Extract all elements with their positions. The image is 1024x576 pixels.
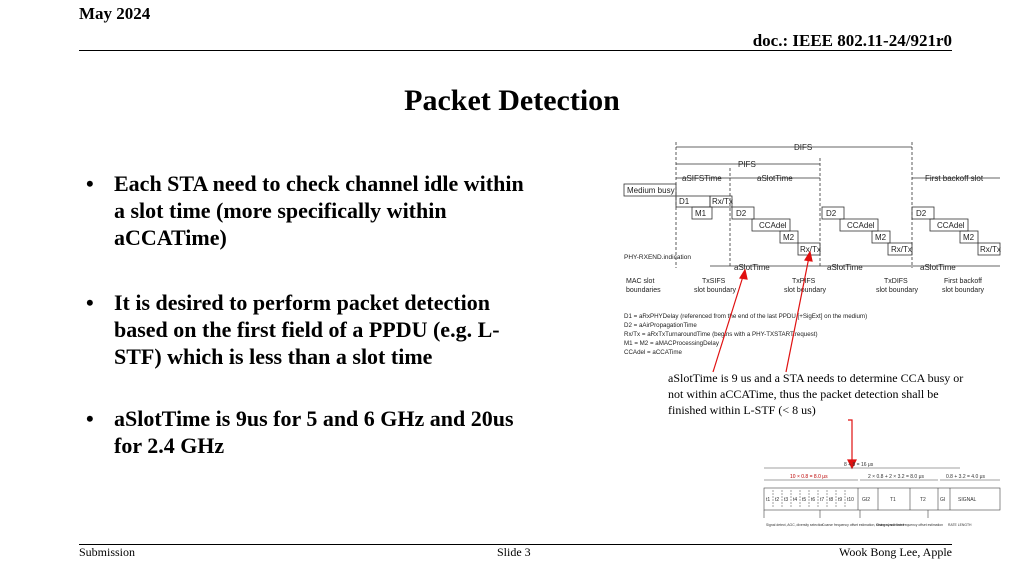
aslottime-label: aSlotTime	[757, 174, 793, 183]
first-backoff-label: First backoff	[944, 278, 982, 285]
ccadel-label: CCAdel	[847, 221, 875, 230]
stf-symbol: t8	[829, 497, 833, 503]
bullet-item: Each STA need to check channel idle with…	[86, 170, 526, 251]
m2-label: M2	[963, 233, 975, 242]
txsifs-label: TxSIFS	[702, 278, 726, 285]
first-backoff-slot-label: First backoff slot	[925, 174, 984, 183]
header-doc-id: doc.: IEEE 802.11-24/921r0	[752, 31, 952, 50]
header-date: May 2024	[79, 4, 151, 23]
d2-label: D2	[916, 209, 927, 218]
m2-label: M2	[875, 233, 887, 242]
legend-line: M1 = M2 = aMACProcessingDelay	[624, 340, 720, 347]
rxtx-label: Rx/Tx	[980, 245, 1001, 254]
footer-author: Wook Bong Lee, Apple	[838, 545, 952, 559]
pifs-label: PIFS	[738, 160, 756, 169]
slot-boundary-label: slot boundary	[784, 287, 827, 294]
rxtx-label: Rx/Tx	[712, 197, 733, 206]
callout-text: aSlotTime is 9 us and a STA needs to det…	[668, 371, 964, 417]
stf-symbol: t9	[838, 497, 842, 503]
stf-symbol: t3	[784, 497, 788, 503]
stf-note: Coarse frequency offset estimation, timi…	[822, 523, 904, 527]
t1-label: T1	[890, 497, 896, 503]
stf-symbol: t5	[802, 497, 806, 503]
difs-label: DIFS	[794, 143, 812, 152]
sig-duration-label: 0.8 + 3.2 = 4.0 μs	[946, 474, 986, 480]
bullet-item: aSlotTime is 9us for 5 and 6 GHz and 20u…	[86, 405, 526, 459]
stf-duration-label: 10 × 0.8 = 8.0 μs	[790, 474, 828, 480]
slot-boundary-label: slot boundary	[942, 287, 985, 294]
t2-label: T2	[920, 497, 926, 503]
aslottime-label: aSlotTime	[827, 263, 863, 272]
stf-symbol: t1	[766, 497, 770, 503]
mac-slot-label: MAC slot	[626, 278, 654, 285]
annotation-arrows	[712, 250, 857, 470]
legend-line: Rx/Tx = aRxTxTurnaroundTime (begins with…	[624, 331, 818, 338]
ltf-duration-label: 2 × 0.8 + 2 × 3.2 = 8.0 μs	[868, 474, 924, 480]
stf-symbol: t7	[820, 497, 824, 503]
footer-slide-number: Slide 3	[497, 545, 531, 559]
bullet-item: It is desired to perform packet detectio…	[86, 289, 526, 370]
stf-note: Channel and fine frequency offset estima…	[876, 523, 943, 527]
asifstime-label: aSIFSTime	[682, 174, 722, 183]
slot-boundary-label: slot boundary	[694, 287, 737, 294]
stf-symbol: t2	[775, 497, 779, 503]
legend-line: D1 = aRxPHYDelay (referenced from the en…	[624, 313, 867, 320]
legend-line: D2 = aAirPropagationTime	[624, 322, 697, 329]
signal-label: SIGNAL	[958, 497, 977, 503]
stf-symbol: t4	[793, 497, 797, 503]
total-duration-label: 8 + 8 = 16 μs	[844, 462, 874, 468]
medium-busy-label: Medium busy	[627, 186, 675, 195]
bullet-list: Each STA need to check channel idle with…	[86, 170, 526, 459]
footer-divider	[79, 544, 952, 545]
m2-label: M2	[783, 233, 795, 242]
aslottime-label: aSlotTime	[734, 263, 770, 272]
aslottime-label: aSlotTime	[920, 263, 956, 272]
stf-symbol: t10	[847, 497, 854, 503]
footer-submission: Submission	[79, 545, 136, 559]
ccadel-label: CCAdel	[937, 221, 965, 230]
slide-title: Packet Detection	[404, 84, 620, 117]
d1-label: D1	[679, 197, 690, 206]
d2-label: D2	[736, 209, 747, 218]
m1-label: M1	[695, 209, 707, 218]
rxtx-label: Rx/Tx	[891, 245, 912, 254]
stf-symbol: t6	[811, 497, 815, 503]
legend-line: CCAdel = aCCATime	[624, 349, 682, 356]
rxtx-label: Rx/Tx	[800, 245, 821, 254]
txdifs-label: TxDIFS	[884, 278, 908, 285]
d2-label: D2	[826, 209, 837, 218]
phy-rxend-label: PHY-RXEND.indication	[624, 254, 691, 261]
slot-timing-diagram: DIFS PIFS aSIFSTime aSlotTime First back…	[623, 142, 1001, 356]
stf-note: RATE LENGTH	[948, 523, 972, 527]
preamble-figure: 8 + 8 = 16 μs 10 × 0.8 = 8.0 μs 2 × 0.8 …	[763, 462, 1001, 527]
header-divider	[79, 50, 952, 51]
stf-note: Signal detect, AGC, diversity selection	[766, 523, 823, 527]
boundaries-label: boundaries	[626, 287, 661, 294]
slot-boundary-label: slot boundary	[876, 287, 919, 294]
gi2-label: GI2	[862, 497, 870, 503]
gi-label: GI	[940, 497, 945, 503]
ccadel-label: CCAdel	[759, 221, 787, 230]
